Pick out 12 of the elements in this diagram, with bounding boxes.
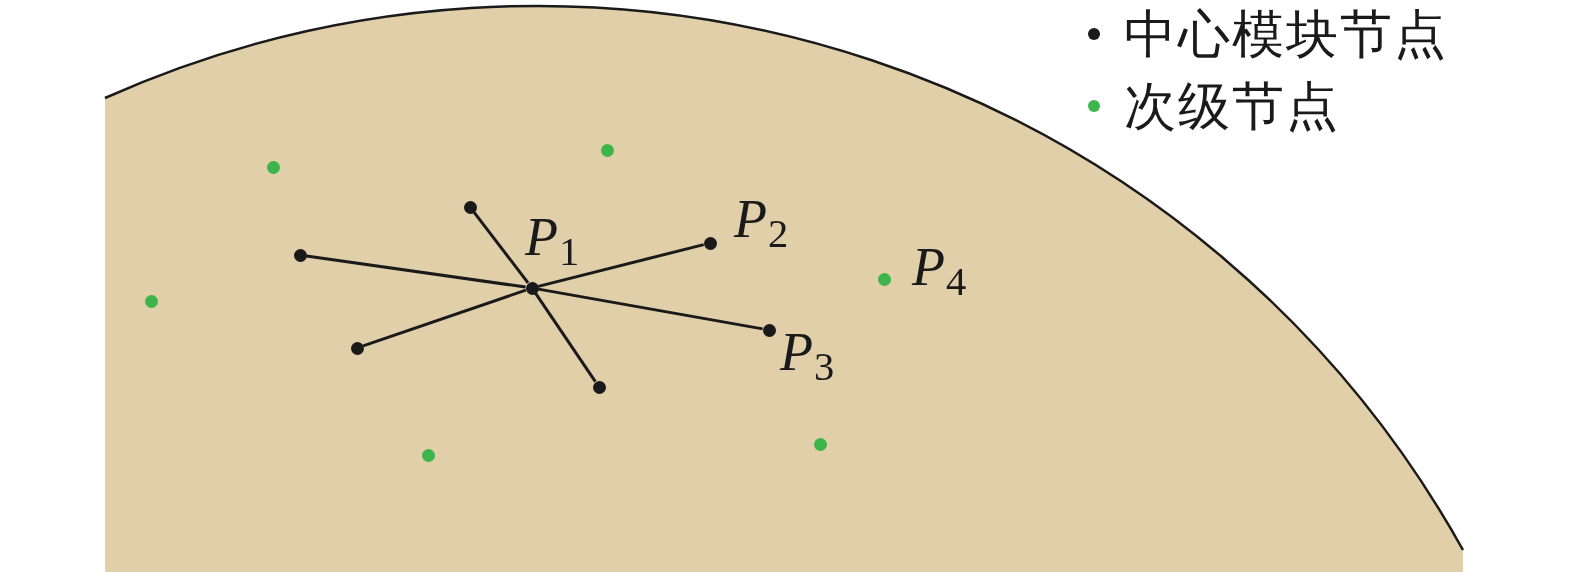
connector-line <box>306 254 526 289</box>
point-label: P$_{2}$ <box>734 192 789 246</box>
legend-label: 次级节点 <box>1124 80 1340 135</box>
connector-line <box>472 211 530 284</box>
point-label: P$_{1}$ <box>525 210 580 264</box>
connector-line <box>538 287 763 331</box>
connector-line <box>362 288 527 348</box>
point-label: P$_{4}$ <box>912 240 967 294</box>
legend-label: 中心模块节点 <box>1124 8 1448 63</box>
point-label: P$_{3}$ <box>780 325 835 379</box>
connector-line <box>534 292 597 383</box>
connector-line <box>537 243 705 288</box>
